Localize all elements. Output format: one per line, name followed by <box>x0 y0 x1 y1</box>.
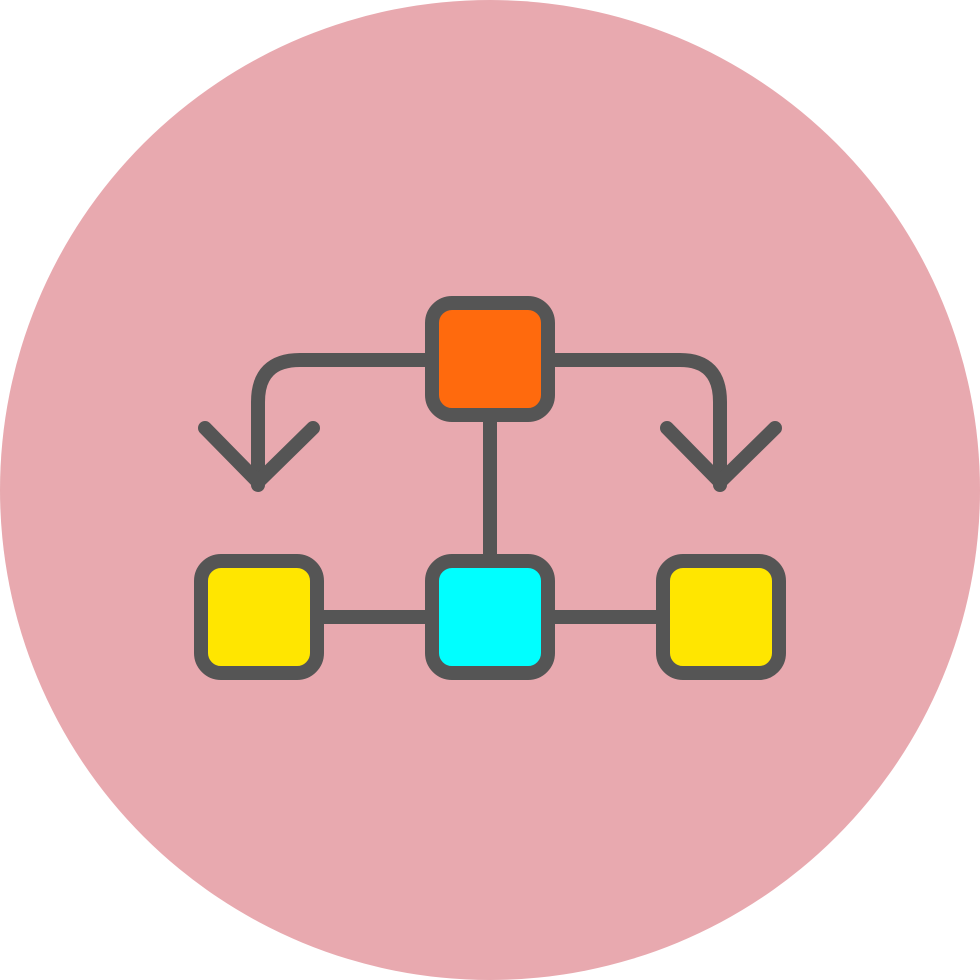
bottom-left-node-square-icon <box>194 554 324 680</box>
bottom-center-node-square-icon <box>425 554 555 680</box>
arrow-down-icon <box>198 421 320 489</box>
right-branch-connector <box>543 353 727 492</box>
left-branch-connector <box>251 353 437 492</box>
bottom-right-node-square-icon <box>656 554 786 680</box>
arrow-down-icon <box>660 421 782 489</box>
top-node-square-icon <box>425 296 555 422</box>
